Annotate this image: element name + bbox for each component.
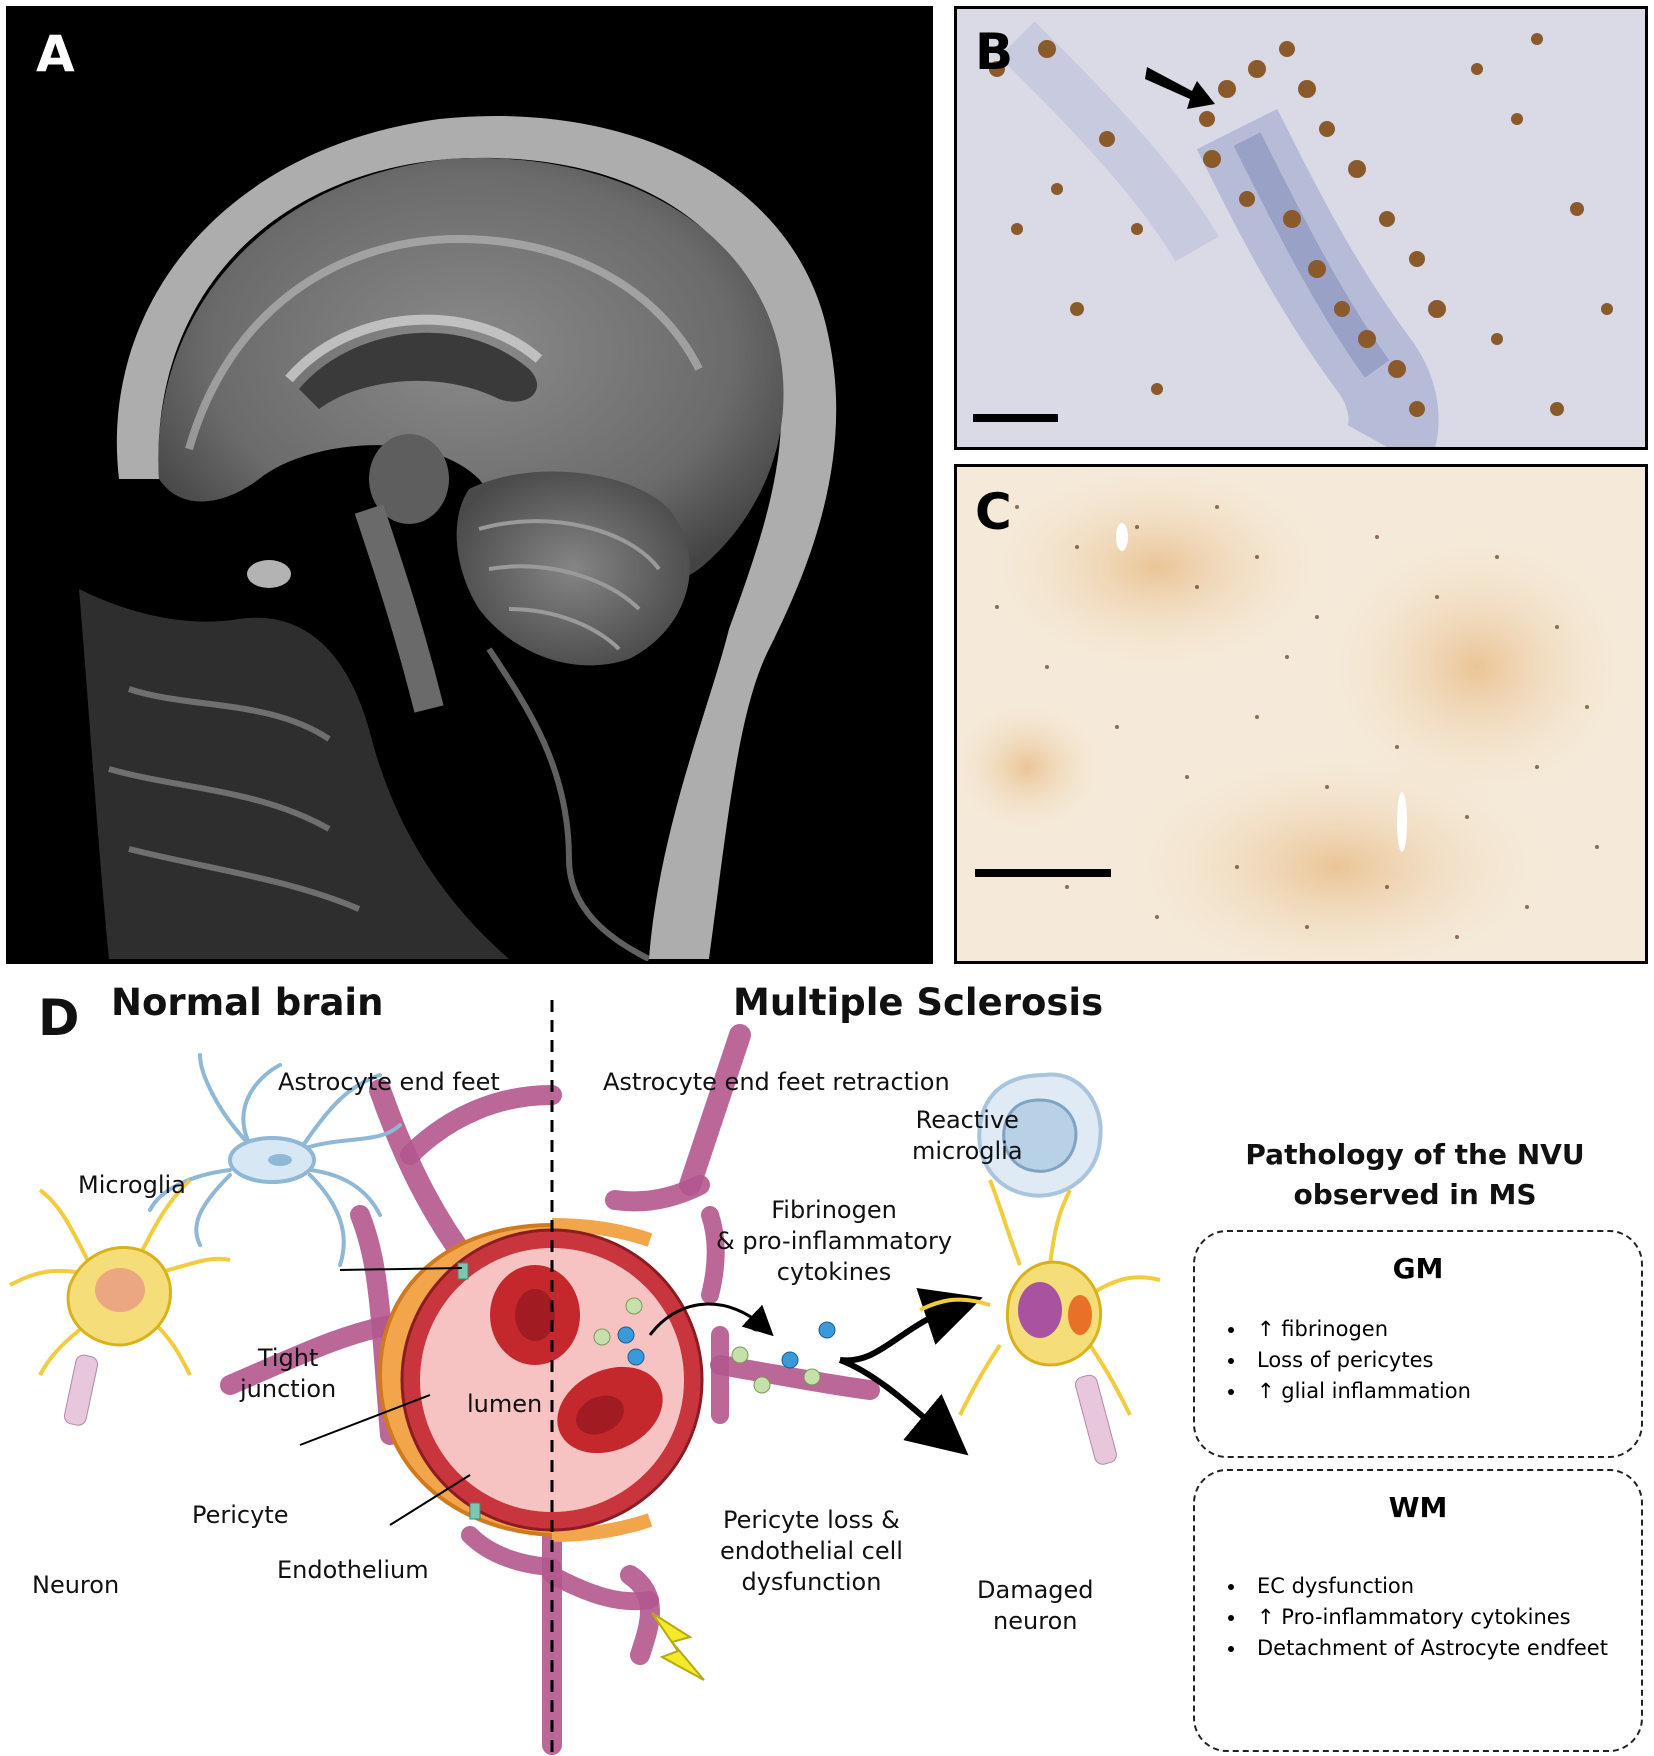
histology-vessel-image	[957, 9, 1645, 447]
wm-item: EC dysfunction	[1247, 1571, 1627, 1602]
leak-arrow	[648, 1302, 774, 1337]
gm-item: ↑ fibrinogen	[1247, 1314, 1471, 1345]
tight-junction-leader	[339, 1267, 463, 1271]
wm-title: WM	[1388, 1491, 1448, 1524]
label-microglia: Microglia	[78, 1171, 186, 1199]
wm-item: Detachment of Astrocyte endfeet	[1247, 1633, 1627, 1664]
scale-bar	[975, 869, 1111, 877]
microglia-icon	[148, 1053, 402, 1267]
label-pericyte-loss-line3: dysfunction	[741, 1568, 882, 1597]
histology-stain-image	[957, 467, 1645, 961]
label-astrocyte-end-feet: Astrocyte end feet	[278, 1068, 500, 1096]
endothelium-leader	[389, 1474, 471, 1526]
arrow-icon	[1145, 67, 1215, 109]
pericyte-remnant	[551, 1218, 653, 1247]
arrow-to-microglia	[839, 1287, 983, 1364]
panel-d-label: D	[38, 989, 80, 1047]
wm-list: EC dysfunction ↑ Pro-inflammatory cytoki…	[1225, 1571, 1627, 1664]
damaged-neuron-icon	[919, 1179, 1161, 1465]
label-lumen: lumen	[467, 1390, 543, 1418]
label-damaged-neuron: Damaged neuron	[977, 1575, 1094, 1637]
label-tight-line2: junction	[240, 1375, 337, 1404]
label-astrocyte-retraction: Astrocyte end feet retraction	[603, 1068, 950, 1096]
pathology-title: Pathology of the NVU observed in MS	[1230, 1135, 1600, 1215]
scale-bar	[973, 414, 1058, 422]
label-pericyte-loss-line1: Pericyte loss &	[723, 1506, 900, 1534]
label-damaged-line2: neuron	[993, 1607, 1078, 1636]
tight-junction-marker	[457, 1262, 469, 1280]
lightning-icon	[651, 1612, 705, 1681]
label-reactive-line2: microglia	[912, 1137, 1023, 1166]
label-endothelium: Endothelium	[277, 1556, 429, 1584]
heading-multiple-sclerosis: Multiple Sclerosis	[733, 981, 1104, 1024]
panel-c-histology: C	[954, 464, 1648, 964]
panel-a-label: A	[36, 25, 75, 83]
wm-box: WM EC dysfunction ↑ Pro-inflammatory cyt…	[1193, 1469, 1643, 1752]
label-tight-line1: Tight	[257, 1344, 319, 1372]
gm-title: GM	[1392, 1252, 1444, 1285]
label-reactive-line1: Reactive	[915, 1106, 1019, 1134]
panel-b-label: B	[975, 23, 1014, 81]
label-pericyte-loss: Pericyte loss & endothelial cell dysfunc…	[720, 1505, 903, 1599]
wm-item: ↑ Pro-inflammatory cytokines	[1247, 1602, 1627, 1633]
label-fibrinogen-line2: & pro-inflammatory	[716, 1227, 953, 1256]
pathology-title-line1: Pathology of the NVU	[1245, 1138, 1585, 1171]
label-fibrinogen: Fibrinogen & pro-inflammatory cytokines	[716, 1195, 952, 1289]
label-pericyte: Pericyte	[192, 1501, 289, 1529]
gm-item: ↑ glial inflammation	[1247, 1376, 1471, 1407]
panel-c-label: C	[975, 483, 1012, 541]
gm-list: ↑ fibrinogen Loss of pericytes ↑ glial i…	[1225, 1314, 1471, 1407]
astrocyte-end-feet-right	[543, 1024, 880, 1665]
pericyte-remnant-lower	[551, 1513, 653, 1542]
fibrinogen-particles	[593, 1297, 836, 1394]
pathology-title-line2: observed in MS	[1293, 1178, 1537, 1211]
neuron-icon	[9, 1178, 231, 1426]
panel-a-mri: A	[6, 6, 933, 964]
heading-normal-brain: Normal brain	[111, 981, 384, 1024]
label-neuron: Neuron	[32, 1571, 120, 1599]
label-reactive-microglia: Reactive microglia	[912, 1105, 1023, 1167]
label-fibrinogen-line3: cytokines	[776, 1258, 892, 1287]
nvu-diagram-svg	[9, 1000, 1161, 1756]
label-tight-junction: Tight junction	[240, 1343, 336, 1405]
panel-d-diagram: D Normal brain Multiple Sclerosis Astroc…	[0, 975, 1654, 1756]
label-pericyte-loss-line2: endothelial cell	[720, 1537, 903, 1566]
label-damaged-line1: Damaged	[977, 1576, 1094, 1604]
gm-item: Loss of pericytes	[1247, 1345, 1471, 1376]
tight-junction-marker	[469, 1502, 481, 1520]
mri-sagittal-image	[9, 9, 930, 961]
reactive-microglia-icon	[977, 1072, 1103, 1198]
panel-b-histology: B	[954, 6, 1648, 450]
arrow-to-neuron	[838, 1357, 969, 1456]
label-fibrinogen-line1: Fibrinogen	[771, 1196, 897, 1224]
gm-box: GM ↑ fibrinogen Loss of pericytes ↑ glia…	[1193, 1230, 1643, 1458]
pericyte-leader	[299, 1394, 431, 1446]
